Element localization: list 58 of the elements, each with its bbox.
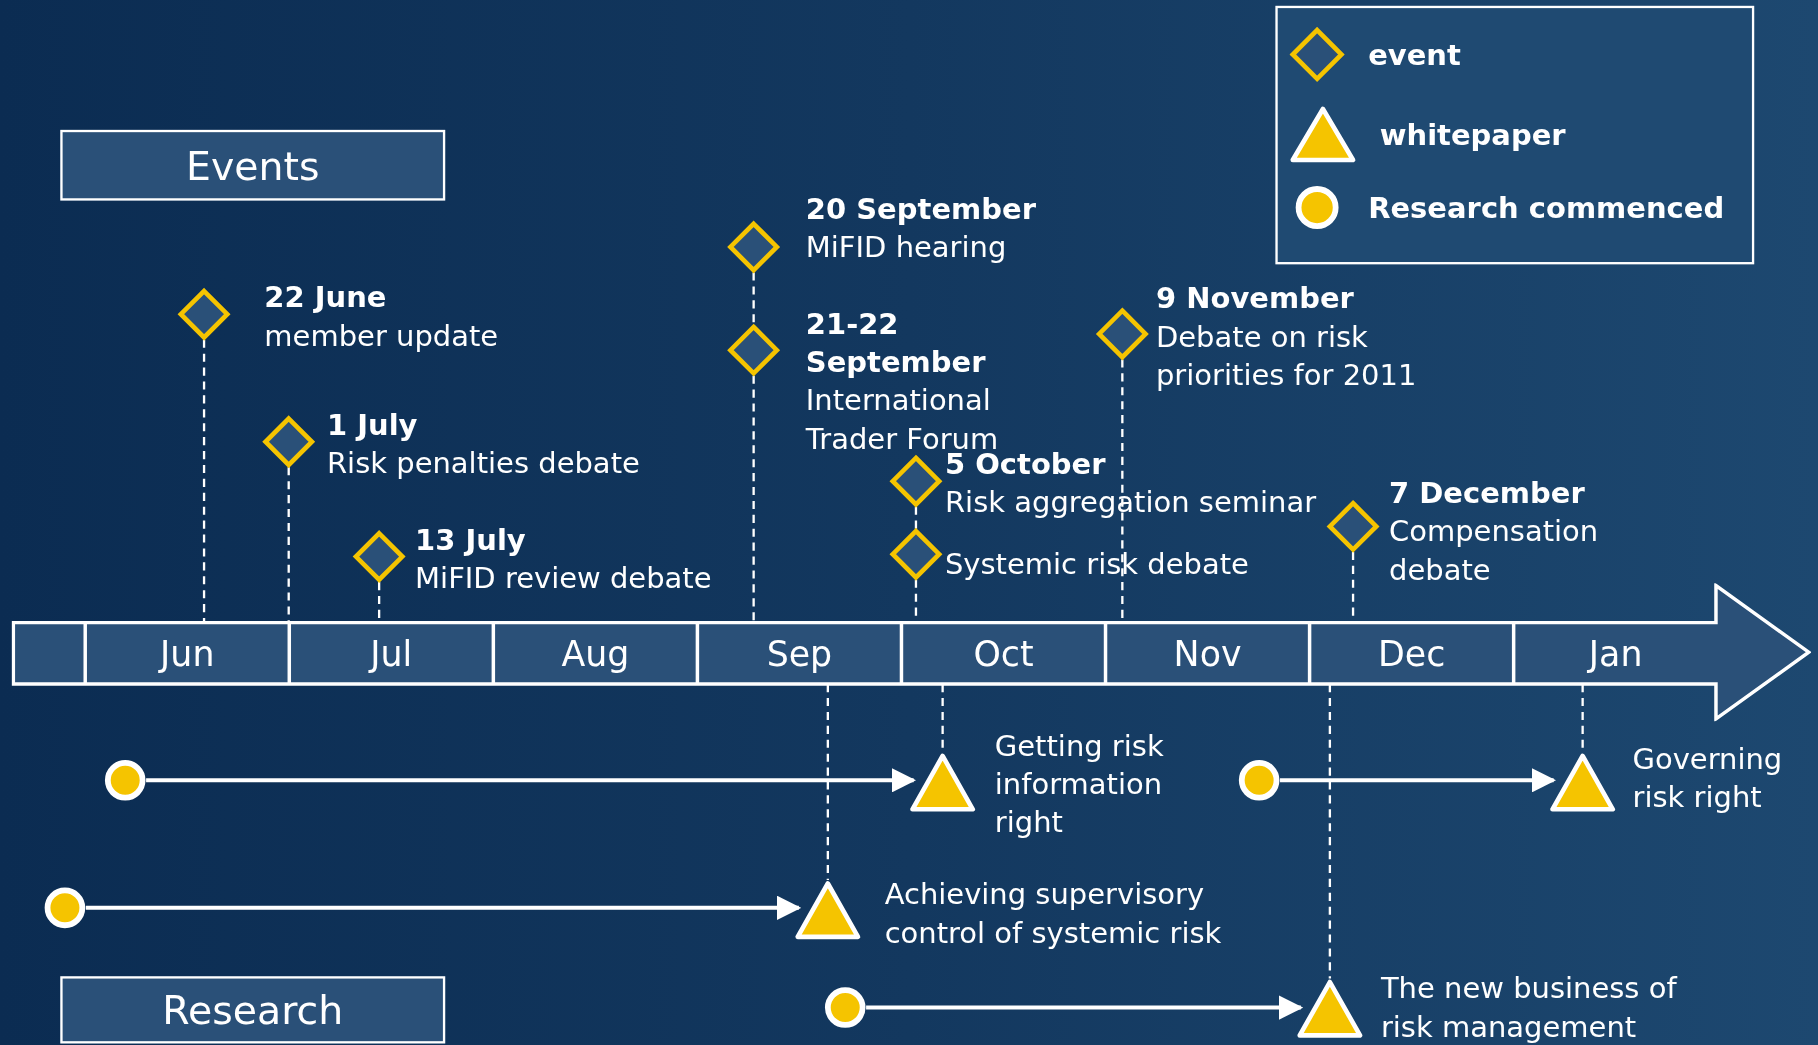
dashed-connector bbox=[914, 506, 918, 529]
arrow bbox=[146, 768, 917, 793]
diamond-marker bbox=[728, 324, 780, 376]
diamond-marker bbox=[178, 288, 230, 340]
dashed-connector bbox=[826, 684, 829, 880]
whitepaper-title: Governing risk right bbox=[1632, 741, 1784, 816]
whitepaper-title: Achieving supervisory control of systemic risk bbox=[884, 876, 1223, 952]
whitepaper-title: The new business of risk management bbox=[1380, 970, 1679, 1045]
circle-marker bbox=[104, 759, 147, 802]
diamond-marker bbox=[1327, 500, 1379, 552]
event-description: Risk penalties debate bbox=[326, 445, 641, 482]
triangle-marker bbox=[909, 752, 977, 813]
event-date: 13 July bbox=[415, 521, 527, 559]
month-cell: Oct bbox=[899, 622, 1104, 685]
month-cell: Dec bbox=[1307, 622, 1512, 685]
dashed-connector bbox=[752, 272, 755, 325]
month-cell: Aug bbox=[491, 622, 696, 685]
dashed-connector bbox=[752, 375, 755, 623]
event-description: MiFID hearing bbox=[805, 229, 1008, 267]
event-date: 9 November bbox=[1155, 280, 1355, 318]
event-date: 1 July bbox=[326, 407, 419, 444]
legend-text: event bbox=[1368, 37, 1461, 72]
event-description: Systemic risk debate bbox=[944, 546, 1250, 583]
event-description: Risk aggregation seminar bbox=[944, 484, 1318, 522]
event-date: 21-22 September bbox=[805, 306, 987, 382]
event-description: MiFID review debate bbox=[415, 560, 713, 597]
diamond-marker bbox=[263, 416, 315, 468]
event-description: Compensation debate bbox=[1389, 513, 1600, 589]
arrow bbox=[866, 995, 1304, 1020]
event-description: member update bbox=[264, 317, 500, 355]
section-heading-box: Events bbox=[60, 129, 446, 201]
event-date: 7 December bbox=[1389, 475, 1586, 513]
circle-marker bbox=[1238, 759, 1280, 802]
diamond-marker bbox=[890, 455, 942, 507]
diamond-marker bbox=[1096, 308, 1148, 360]
month-cell: Nov bbox=[1103, 622, 1308, 685]
section-heading-box: Research bbox=[60, 976, 446, 1044]
legend-text: whitepaper bbox=[1379, 117, 1566, 152]
whitepaper-title: Getting risk information right bbox=[994, 728, 1165, 842]
event-date: 22 June bbox=[264, 279, 388, 317]
triangle-marker bbox=[794, 880, 862, 941]
triangle-marker bbox=[1296, 978, 1364, 1039]
triangle-marker bbox=[1549, 752, 1617, 813]
diamond-marker bbox=[728, 221, 780, 273]
diamond-marker bbox=[890, 528, 942, 580]
event-date: 20 September bbox=[805, 191, 1037, 229]
month-cell: Jul bbox=[287, 622, 492, 685]
arrow bbox=[1280, 768, 1557, 793]
dashed-connector bbox=[1328, 684, 1332, 979]
event-description: Debate on risk priorities for 2011 bbox=[1155, 319, 1418, 394]
legend-text: Research commenced bbox=[1368, 190, 1725, 225]
month-cell: Sep bbox=[695, 622, 900, 685]
dashed-connector bbox=[202, 339, 206, 623]
arrow bbox=[85, 895, 802, 920]
month-cell: Jan bbox=[1511, 622, 1716, 685]
circle-marker bbox=[824, 986, 867, 1029]
circle-marker bbox=[44, 886, 86, 929]
month-cell: Jun bbox=[83, 622, 288, 685]
